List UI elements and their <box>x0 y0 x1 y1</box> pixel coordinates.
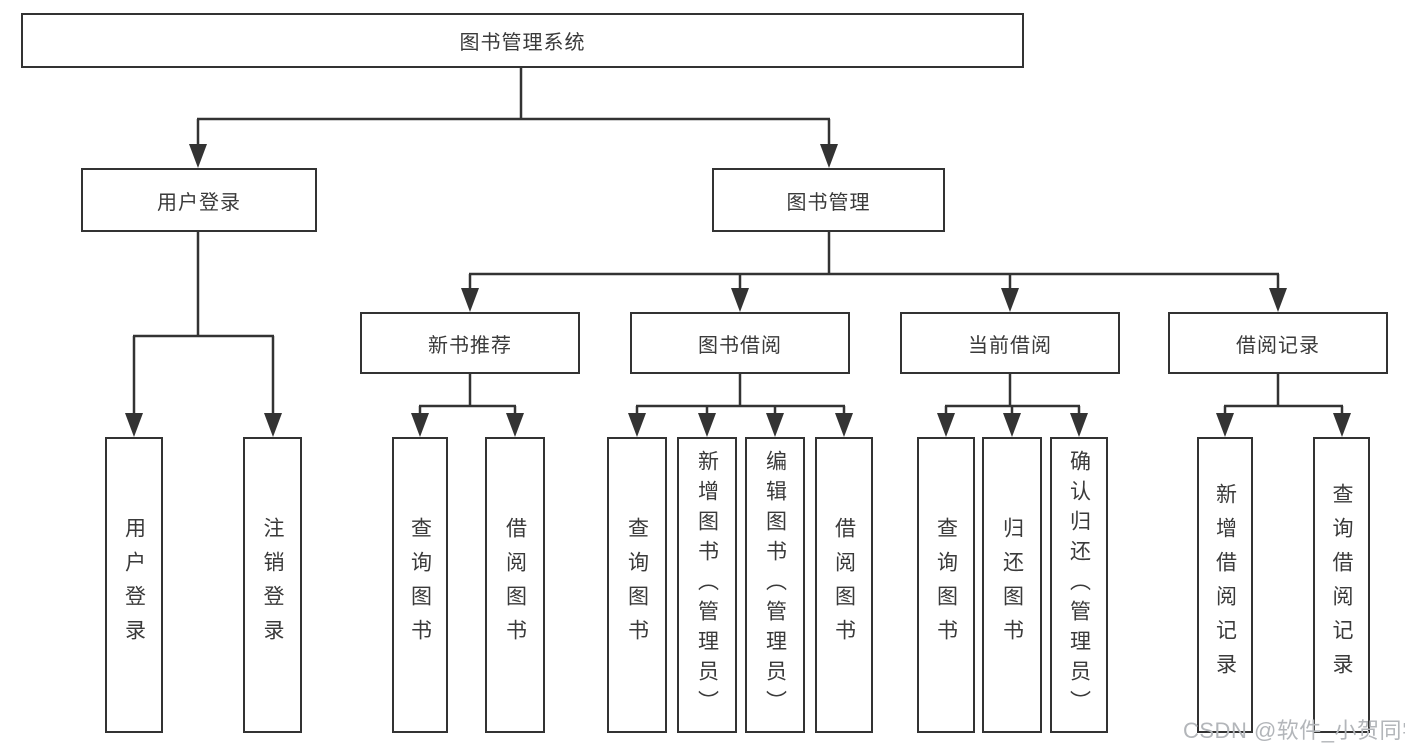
node-leaf-add-borrow-record: 新增借阅记录 <box>1197 437 1253 733</box>
node-leaf-add-books-admin: 新增图书（管理员） <box>677 437 737 733</box>
node-leaf-confirm-return-admin: 确认归还（管理员） <box>1050 437 1108 733</box>
node-leaf-confirm-return-admin-label: 确认归还（管理员） <box>1067 450 1091 720</box>
node-root-system: 图书管理系统 <box>21 13 1024 68</box>
node-leaf-user-login-label: 用户登录 <box>122 517 146 653</box>
node-leaf-borrow-books-borrow: 借阅图书 <box>815 437 873 733</box>
node-leaf-borrow-books-borrow-label: 借阅图书 <box>832 517 856 653</box>
user-login-branch-connector <box>125 232 282 437</box>
node-leaf-return-books: 归还图书 <box>982 437 1042 733</box>
node-leaf-user-login: 用户登录 <box>105 437 163 733</box>
node-leaf-logout-label: 注销登录 <box>261 517 284 653</box>
node-book-management: 图书管理 <box>712 168 945 232</box>
csdn-watermark: CSDN @软件_小贺同学 <box>1183 718 1405 743</box>
node-current-borrowing: 当前借阅 <box>900 312 1120 374</box>
node-leaf-query-books-rec-label: 查询图书 <box>408 517 432 653</box>
current-borrow-branch-connector <box>937 374 1088 437</box>
node-leaf-add-books-admin-label: 新增图书（管理员） <box>695 450 719 720</box>
node-book-borrowing: 图书借阅 <box>630 312 850 374</box>
node-leaf-query-books-borrow: 查询图书 <box>607 437 667 733</box>
node-leaf-query-borrow-record: 查询借阅记录 <box>1313 437 1370 733</box>
node-leaf-query-books-current: 查询图书 <box>917 437 975 733</box>
root-to-level2-connector <box>189 68 838 168</box>
node-leaf-edit-books-admin-label: 编辑图书（管理员） <box>763 450 787 720</box>
node-leaf-query-books-borrow-label: 查询图书 <box>625 517 649 653</box>
node-leaf-logout: 注销登录 <box>243 437 302 733</box>
node-leaf-query-borrow-record-label: 查询借阅记录 <box>1330 483 1353 687</box>
book-borrow-branch-connector <box>628 374 853 437</box>
new-book-rec-branch-connector <box>411 374 524 437</box>
node-leaf-add-borrow-record-label: 新增借阅记录 <box>1213 483 1237 687</box>
node-borrowing-records: 借阅记录 <box>1168 312 1388 374</box>
node-leaf-return-books-label: 归还图书 <box>1000 517 1024 653</box>
node-leaf-edit-books-admin: 编辑图书（管理员） <box>745 437 805 733</box>
node-user-login: 用户登录 <box>81 168 317 232</box>
node-leaf-borrow-books-rec: 借阅图书 <box>485 437 545 733</box>
node-leaf-query-books-rec: 查询图书 <box>392 437 448 733</box>
node-leaf-borrow-books-rec-label: 借阅图书 <box>503 517 527 653</box>
node-leaf-query-books-current-label: 查询图书 <box>934 517 958 653</box>
node-new-book-recommend: 新书推荐 <box>360 312 580 374</box>
borrow-records-branch-connector <box>1216 374 1351 437</box>
book-mgmt-branch-connector <box>461 232 1287 312</box>
